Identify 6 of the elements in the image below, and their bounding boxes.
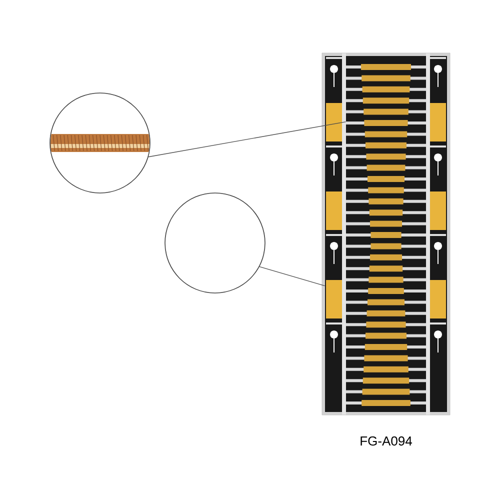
comb-strip-drawing <box>322 52 450 416</box>
magnified-wire-drawing <box>50 92 150 194</box>
model-number: FG-A094 <box>360 436 412 446</box>
magnifier-circle <box>164 192 266 294</box>
leader-line <box>148 121 346 158</box>
leader-line <box>259 266 326 286</box>
